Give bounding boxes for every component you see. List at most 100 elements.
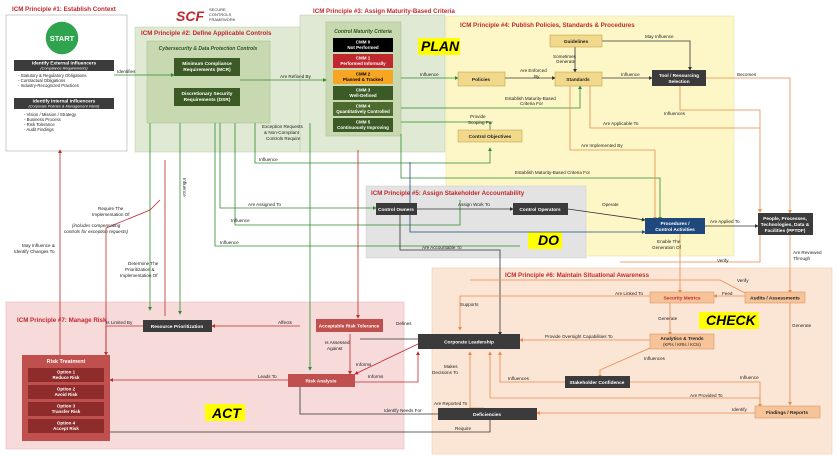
deficiencies-label: Deficiencies	[473, 412, 501, 418]
label-reviewed-through: Are Reviewed	[793, 250, 822, 255]
label-determine-prioritization: Determine The	[128, 261, 159, 266]
label-supports: Supports	[460, 302, 479, 307]
acceptable-risk-node	[316, 319, 383, 332]
internal-item: - Audit Findings	[24, 127, 54, 132]
edge-implemented-by	[569, 86, 657, 221]
label-identify: Identify	[732, 407, 748, 412]
check-label: CHECK	[706, 312, 757, 328]
external-influencers-subtitle: (Compliance Requirements)	[40, 67, 88, 71]
logo-line-1: SECURE	[209, 7, 226, 12]
cmm-level-label: Continuously Improving	[337, 125, 389, 130]
policies-label: Policies	[472, 77, 490, 83]
plan-label: PLAN	[421, 38, 460, 54]
act-badge	[205, 404, 245, 421]
label-assigned-to: Are Assigned To	[248, 202, 282, 207]
edge-may-influence	[602, 40, 692, 71]
label-require: Require	[455, 426, 472, 431]
label-may-influence-identify: Identify Changes To	[14, 249, 55, 254]
cmm-title: Control Maturity Criteria	[334, 29, 392, 35]
logo-line-2: CONTROLS	[209, 12, 232, 17]
label-assessed-against: Is Assessed	[325, 340, 350, 345]
risk-option-2	[28, 385, 104, 399]
pptdf-label: Technologies, Data &	[761, 222, 810, 228]
label-influence-vertical: Influence	[182, 178, 187, 197]
procedures-node	[645, 218, 705, 234]
plan-badge	[418, 38, 460, 55]
label-implemented-by: Are Implemented By	[581, 143, 623, 148]
risk-option-label: Option 3	[57, 404, 76, 409]
cmm-level-4	[333, 102, 393, 116]
logo-mark: SCF	[176, 8, 204, 24]
pptdf-label: People, Processes,	[763, 216, 807, 222]
label-makes-decisions: Decisions To	[432, 370, 458, 375]
label-refined-by: Are Refined By	[280, 74, 312, 79]
label-reviewed-through: Through	[793, 256, 811, 261]
edge-influences-conf	[598, 347, 651, 379]
cmm-level-label: CMM 1	[356, 56, 371, 61]
findings-node	[754, 405, 821, 419]
logo-line-3: FRAMEWORK	[209, 17, 236, 22]
risk-option-label: Option 1	[57, 370, 76, 375]
cmm-level-label: CMM 5	[356, 120, 371, 125]
label-provided-to: Are Provided To	[690, 393, 723, 398]
label-sometimes-generate: Sometimes	[553, 54, 577, 59]
label-accountable-to: Are Accountable To	[422, 245, 462, 250]
standards-label: Standards	[566, 77, 590, 83]
label-establish-mbc-2: Establish Maturity-Based Criteria For	[515, 170, 591, 175]
cmm-level-5	[333, 118, 393, 132]
external-item: - Industry-Recognized Practices	[18, 83, 79, 88]
risk-analysis-node	[288, 374, 355, 387]
internal-influencers-title: Identify Internal Influencers	[33, 99, 96, 105]
label-operate: Operate	[602, 202, 619, 207]
external-influencers-header	[14, 60, 114, 71]
edge-influences-cl	[498, 351, 565, 383]
deficiencies-node	[438, 408, 537, 420]
label-influence-h2: Influence	[231, 218, 250, 223]
standards-node	[554, 71, 603, 87]
control-owners-node	[376, 203, 417, 215]
control-owners-label: Control Owners	[378, 207, 414, 213]
analytics-sub: (KPIs / KRIs / KCIs)	[663, 342, 701, 347]
guidelines-label: Guidelines	[564, 39, 589, 45]
pptdf-node	[758, 213, 813, 235]
label-oversight: Provide Oversight Capabilities To	[545, 334, 613, 339]
security-metrics-label: Security Metrics	[663, 296, 700, 302]
label-determine-prioritization: Prioritization &	[125, 267, 155, 272]
audits-node	[744, 291, 806, 304]
cmm-level-label: Performed Informally	[340, 61, 386, 66]
label-defines: Defines	[396, 321, 412, 326]
internal-item: - Risk Tolerance	[24, 122, 55, 127]
principle-1-title: ICM Principle #1: Establish Context	[12, 6, 116, 13]
procedures-label: Procedures /	[660, 221, 690, 227]
principle-2-title: ICM Principle #2: Define Applicable Cont…	[141, 30, 272, 37]
policies-node	[457, 71, 506, 87]
risk-option-1	[28, 368, 104, 382]
label-enforced-by: Are Enforced	[520, 68, 547, 73]
p2-controls-box	[146, 40, 271, 124]
acceptable-risk-label: Acceptable Risk Tolerance	[319, 324, 380, 330]
label-applied-to: Are Applied To	[710, 219, 740, 224]
label-linked-to: Are Linked To	[615, 291, 643, 296]
risk-option-4	[28, 419, 104, 433]
risk-option-label: Reduce Risk	[52, 375, 80, 380]
edge-verify-2	[620, 234, 761, 263]
analytics-node	[649, 333, 715, 350]
resource-prioritization-label: Resource Prioritization	[151, 324, 204, 330]
edge-blue-procedures	[409, 162, 646, 234]
cmm-level-1	[333, 54, 393, 68]
control-operators-label: Control Operators	[519, 207, 561, 213]
edge-establish-mbc-2	[400, 134, 662, 221]
label-influence-policies: Influence	[420, 72, 439, 77]
control-objectives-node	[457, 129, 523, 143]
do-badge	[528, 232, 562, 249]
security-metrics-node	[649, 291, 715, 304]
label-may-influence: May Influence	[645, 34, 674, 39]
label-influence-h3: Influence	[220, 240, 239, 245]
label-sometimes-generate: Generate	[556, 59, 576, 64]
dsr-label: Requirements (DSR)	[184, 97, 231, 103]
label-exception-requests: & Non-Compliant	[264, 130, 300, 135]
label-exception-requests: Controls Require	[266, 136, 301, 141]
label-provide-scoping: Provide	[470, 114, 486, 119]
